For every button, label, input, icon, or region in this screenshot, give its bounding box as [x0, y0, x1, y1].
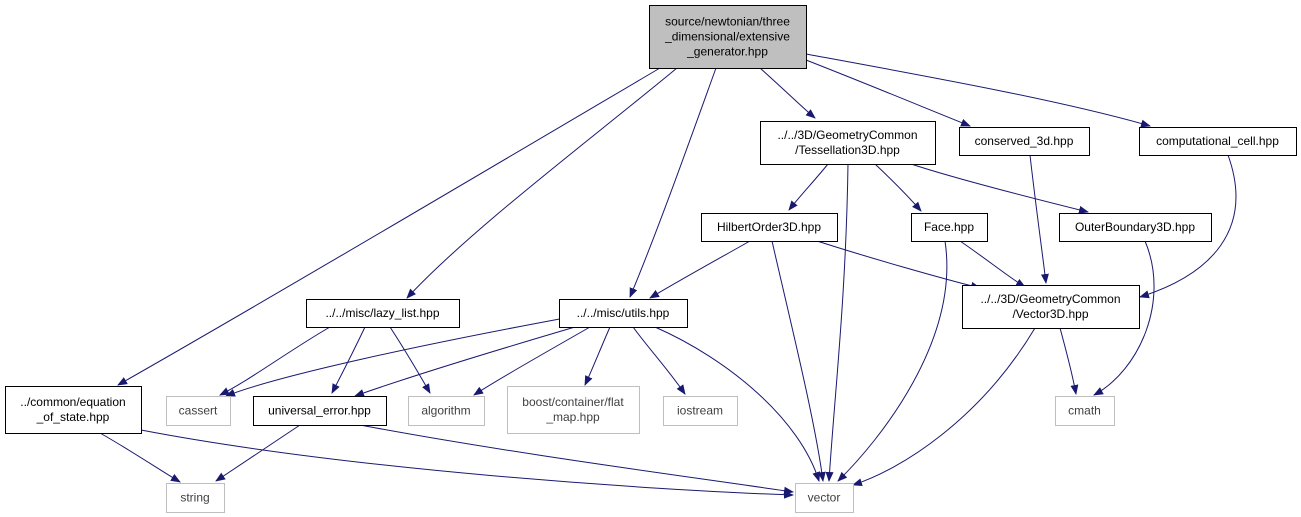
- node-label-line: Face.hpp: [924, 220, 974, 234]
- node-vector3d[interactable]: ../../3D/GeometryCommon/Vector3D.hpp: [962, 285, 1140, 329]
- node-label-line: _of_state.hpp: [36, 410, 110, 424]
- edge-extensive-generator-to-conserved-3d: [805, 59, 971, 127]
- node-box: [166, 396, 231, 426]
- node-box: [701, 213, 838, 242]
- node-label-line: computational_cell.hpp: [1156, 134, 1279, 148]
- node-cmath: cmath: [1055, 396, 1115, 426]
- node-box: [507, 386, 640, 434]
- edge-tessellation3d-to-vector: [825, 163, 849, 482]
- edge-extensive-generator-to-computational-cell: [805, 53, 1151, 128]
- node-extensive-generator[interactable]: source/newtonian/three_dimensional/exten…: [649, 5, 807, 69]
- edge-vector3d-to-cmath: [1059, 327, 1079, 395]
- edge-utils-to-flat-map: [584, 326, 611, 386]
- node-box: [795, 483, 854, 513]
- edge-equation-of-state-to-vector: [140, 429, 794, 499]
- node-box: [1059, 213, 1212, 242]
- edge-extensive-generator-to-equation-of-state: [117, 67, 661, 386]
- node-label-line: _dimensional/extensive: [664, 30, 790, 44]
- edge-computational-cell-to-vector3d: [1139, 154, 1237, 299]
- node-string: string: [166, 483, 225, 513]
- node-label-line: source/newtonian/three: [665, 15, 790, 29]
- node-box: [306, 299, 460, 328]
- node-box: [408, 396, 485, 426]
- edge-universal-error-to-vector: [359, 424, 794, 495]
- edge-tessellation3d-to-outerboundary3d: [910, 163, 1089, 214]
- node-label-line: iostream: [677, 404, 723, 418]
- node-label-line: _generator.hpp: [686, 45, 768, 59]
- node-label-line: ../../3D/GeometryCommon: [980, 292, 1120, 306]
- node-box: [1055, 396, 1115, 426]
- edge-lazy-list-to-algorithm: [389, 326, 431, 394]
- node-label-line: string: [180, 491, 209, 505]
- node-label-line: ../../misc/utils.hpp: [577, 306, 670, 320]
- node-box: [559, 299, 688, 328]
- node-label-line: cassert: [179, 404, 218, 418]
- node-label-line: universal_error.hpp: [268, 404, 371, 418]
- node-algorithm: algorithm: [408, 396, 485, 426]
- node-label-line: ../../3D/GeometryCommon: [777, 128, 917, 142]
- node-label-line: cmath: [1068, 404, 1101, 418]
- edge-hilbertorder3d-to-vector3d: [816, 240, 981, 290]
- node-face[interactable]: Face.hpp: [911, 213, 988, 242]
- edge-equation-of-state-to-string: [99, 432, 181, 483]
- node-lazy-list[interactable]: ../../misc/lazy_list.hpp: [306, 299, 460, 328]
- node-label-line: _map.hpp: [545, 410, 600, 424]
- node-box: [962, 285, 1140, 329]
- edge-tessellation3d-to-hilbertorder3d: [788, 163, 829, 211]
- node-box: [1139, 127, 1297, 156]
- node-box: [959, 127, 1090, 156]
- node-iostream: iostream: [663, 396, 738, 426]
- edge-extensive-generator-to-lazy-list: [406, 67, 678, 299]
- node-box: [166, 483, 225, 513]
- node-label-line: vector: [808, 491, 841, 505]
- node-conserved-3d[interactable]: conserved_3d.hpp: [959, 127, 1090, 156]
- node-label-line: ../../misc/lazy_list.hpp: [325, 306, 439, 320]
- nodes-layer: source/newtonian/three_dimensional/exten…: [5, 5, 1297, 513]
- edge-universal-error-to-string: [215, 424, 301, 482]
- edge-tessellation3d-to-face: [874, 163, 922, 212]
- node-label-line: boost/container/flat: [522, 395, 624, 409]
- node-outerboundary3d[interactable]: OuterBoundary3D.hpp: [1059, 213, 1212, 242]
- node-box: [760, 121, 936, 165]
- node-label-line: conserved_3d.hpp: [975, 134, 1074, 148]
- node-cassert: cassert: [166, 396, 231, 426]
- edge-utils-to-universal-error: [354, 326, 576, 397]
- edge-extensive-generator-to-tessellation3d: [759, 67, 816, 119]
- edge-face-to-vector: [837, 240, 948, 482]
- edge-lazy-list-to-cassert: [219, 326, 331, 396]
- node-universal-error[interactable]: universal_error.hpp: [253, 396, 387, 426]
- node-vector: vector: [795, 483, 854, 513]
- node-label-line: /Vector3D.hpp: [1012, 307, 1088, 321]
- node-label-line: /Tessellation3D.hpp: [795, 143, 900, 157]
- edge-hilbertorder3d-to-utils: [649, 240, 751, 299]
- edge-outerboundary3d-to-cmath: [1093, 240, 1155, 396]
- node-box: [663, 396, 738, 426]
- node-flat-map: boost/container/flat_map.hpp: [507, 386, 640, 434]
- edge-extensive-generator-to-utils: [629, 67, 717, 298]
- node-box: [253, 396, 387, 426]
- node-label-line: ../common/equation: [20, 395, 125, 409]
- node-equation-of-state[interactable]: ../common/equation_of_state.hpp: [5, 386, 142, 434]
- node-computational-cell[interactable]: computational_cell.hpp: [1139, 127, 1297, 156]
- node-label-line: HilbertOrder3D.hpp: [717, 220, 821, 234]
- edge-vector3d-to-vector: [852, 327, 1036, 487]
- node-box: [911, 213, 988, 242]
- node-hilbertorder3d[interactable]: HilbertOrder3D.hpp: [701, 213, 838, 242]
- node-box: [649, 5, 807, 69]
- edge-utils-to-algorithm: [473, 326, 591, 396]
- edge-utils-to-cassert: [225, 317, 566, 397]
- edge-face-to-vector3d: [959, 240, 1026, 288]
- node-label-line: OuterBoundary3D.hpp: [1075, 220, 1195, 234]
- node-tessellation3d[interactable]: ../../3D/GeometryCommon/Tessellation3D.h…: [760, 121, 936, 165]
- edge-utils-to-vector: [654, 326, 821, 482]
- edges-layer: [99, 53, 1237, 499]
- node-utils[interactable]: ../../misc/utils.hpp: [559, 299, 688, 328]
- node-box: [5, 386, 142, 434]
- edge-conserved-3d-to-vector3d: [1029, 154, 1049, 284]
- node-label-line: algorithm: [421, 404, 470, 418]
- edge-hilbertorder3d-to-vector: [771, 240, 826, 482]
- edge-utils-to-iostream: [632, 326, 686, 395]
- edge-lazy-list-to-universal-error: [331, 326, 366, 394]
